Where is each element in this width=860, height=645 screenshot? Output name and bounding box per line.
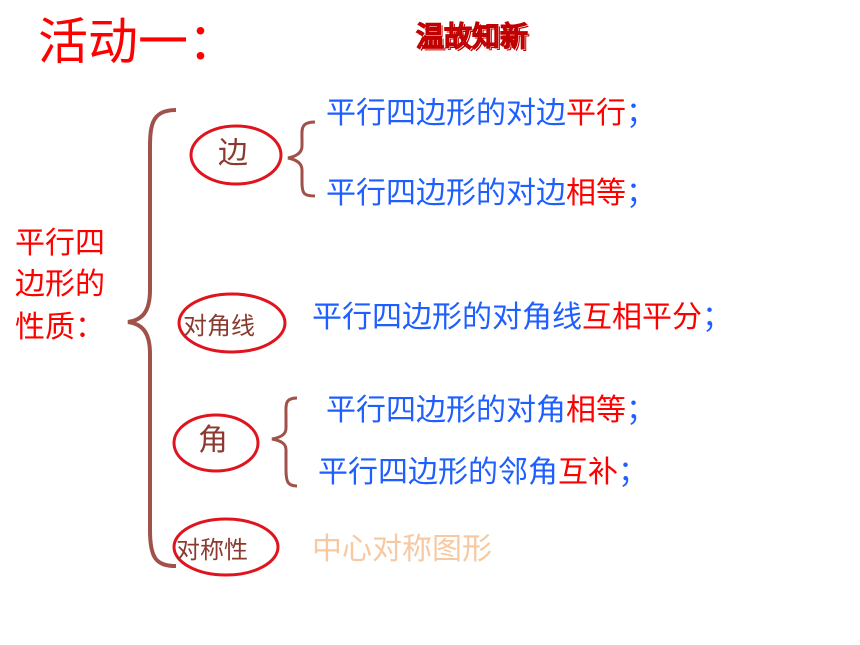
node-diagonal: 对角线 [183, 312, 255, 340]
side-ellipse [189, 124, 283, 186]
angle-ellipse [172, 413, 260, 473]
root-label-line1: 平行四 [15, 226, 105, 261]
side-brace [287, 120, 316, 198]
root-label-line3: 性质： [15, 310, 105, 345]
node-angle: 角 [198, 423, 228, 458]
statement-diagonal-bisect: 平行四边形的对角线互相平分； [312, 300, 732, 335]
node-symmetry: 对称性 [176, 536, 248, 564]
main-brace [127, 108, 177, 568]
node-side: 边 [218, 136, 248, 171]
statement-angle-equal: 平行四边形的对角相等； [326, 393, 656, 428]
angle-brace [271, 396, 298, 488]
statement-central-symmetry: 中心对称图形 [312, 532, 492, 567]
activity-title: 活动一： [38, 13, 238, 71]
diagonal-ellipse [177, 292, 287, 354]
statement-side-parallel: 平行四边形的对边平行； [326, 96, 656, 131]
root-label-line2: 边形的 [15, 267, 105, 302]
symmetry-ellipse [172, 517, 280, 577]
statement-angle-supplementary: 平行四边形的邻角互补； [318, 455, 648, 490]
statement-side-equal: 平行四边形的对边相等； [326, 176, 656, 211]
subtitle-wordart: 温故知新 [415, 20, 529, 54]
